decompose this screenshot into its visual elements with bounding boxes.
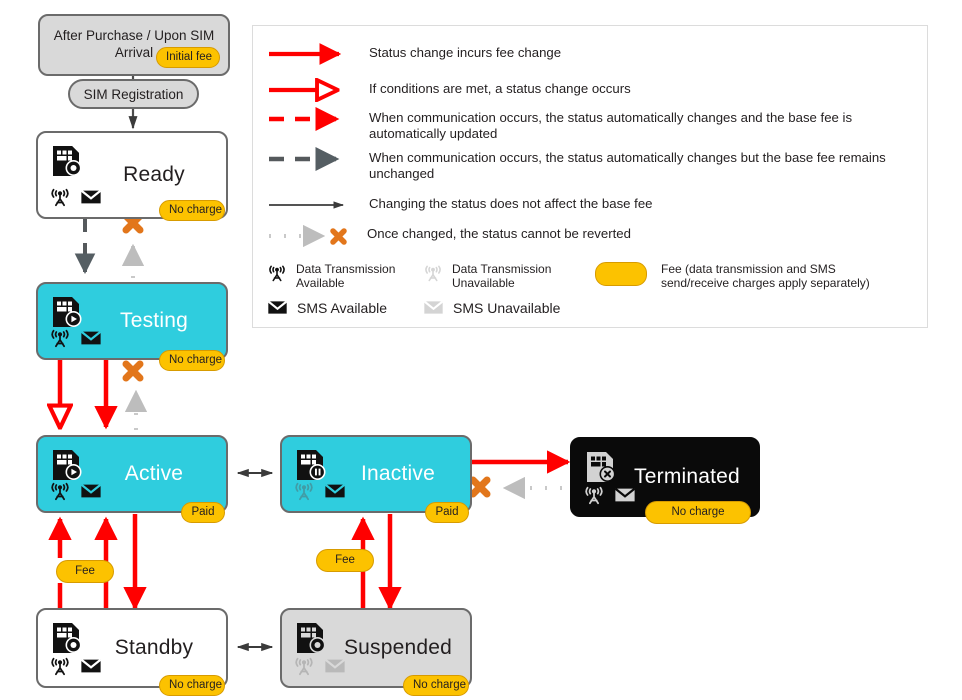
envelope-icon xyxy=(614,487,636,502)
badge-terminated: No charge xyxy=(645,501,751,524)
antenna-icon xyxy=(51,329,69,348)
blocked-x-terminated-inactive xyxy=(469,476,491,498)
legend-text: SMS Unavailable xyxy=(453,299,561,316)
state-label-active: Active xyxy=(124,462,184,485)
envelope-icon xyxy=(80,189,102,204)
state-label-terminated: Terminated xyxy=(634,465,740,488)
badge-fee-inactive-suspended: Fee xyxy=(316,549,374,572)
sim-registration-label: SIM Registration xyxy=(83,87,184,102)
legend-row-data-unavailable: Data Transmission Unavailable xyxy=(423,262,556,290)
state-node-testing[interactable]: Testing xyxy=(36,282,228,360)
legend-line-dashed-gray xyxy=(269,147,340,171)
envelope-icon xyxy=(267,300,288,314)
badge-testing: No charge xyxy=(159,350,225,371)
legend-text: Data Transmission Available xyxy=(296,262,396,290)
blocked-x-testing-active xyxy=(122,360,144,382)
legend-line-solid-red-hollow xyxy=(269,81,357,99)
sim-card-record-icon xyxy=(297,623,326,653)
legend-text: When communication occurs, the status au… xyxy=(369,110,853,141)
legend-line-dashed-red xyxy=(269,107,340,131)
legend-panel: Status change incurs fee change If condi… xyxy=(252,25,928,328)
comm-icons-ready xyxy=(49,186,102,208)
legend-row-sms-available: SMS Available xyxy=(267,300,387,315)
legend-row-dotted-blocked: Once changed, the status cannot be rever… xyxy=(267,224,631,248)
envelope-icon xyxy=(80,330,102,345)
antenna-icon xyxy=(269,265,285,282)
sim-card-play-icon xyxy=(53,297,82,327)
legend-row-thin-black: Changing the status does not affect the … xyxy=(267,196,653,214)
comm-icons-testing xyxy=(49,327,102,349)
pill-badge-icon xyxy=(595,262,647,286)
badge-ready: No charge xyxy=(159,200,225,221)
legend-text: Data Transmission Unavailable xyxy=(452,262,552,290)
badge-inactive: Paid xyxy=(425,502,469,523)
sim-card-pause-icon xyxy=(297,450,326,480)
legend-row-data-available: Data Transmission Available xyxy=(267,262,400,290)
legend-line-solid-red-filled xyxy=(269,43,342,65)
legend-line-thin-black xyxy=(269,201,345,209)
state-label-testing: Testing xyxy=(120,309,188,332)
badge-fee-active-standby: Fee xyxy=(56,560,114,583)
legend-text: Fee (data transmission and SMS send/rece… xyxy=(661,262,870,290)
antenna-icon xyxy=(295,482,313,501)
comm-icons-terminated xyxy=(583,484,636,506)
state-label-standby: Standby xyxy=(114,636,194,659)
sim-card-x-icon xyxy=(587,452,616,482)
state-node-active[interactable]: Active xyxy=(36,435,228,513)
state-label-suspended: Suspended xyxy=(343,636,453,659)
antenna-icon xyxy=(51,482,69,501)
envelope-icon xyxy=(324,658,346,673)
legend-row-solid-red-filled: Status change incurs fee change xyxy=(267,43,562,65)
envelope-icon xyxy=(423,300,444,314)
legend-line-dotted-blocked xyxy=(269,224,347,248)
badge-initial-fee: Initial fee xyxy=(156,47,220,68)
state-node-suspended[interactable]: Suspended xyxy=(280,608,472,688)
legend-text: SMS Available xyxy=(297,299,388,316)
legend-row-fee-badge: Fee (data transmission and SMS send/rece… xyxy=(595,262,901,290)
envelope-icon xyxy=(324,483,346,498)
antenna-icon xyxy=(51,657,69,676)
legend-text: Once changed, the status cannot be rever… xyxy=(367,226,631,241)
envelope-icon xyxy=(80,483,102,498)
legend-row-dashed-red: When communication occurs, the status au… xyxy=(267,107,917,142)
legend-text: Changing the status does not affect the … xyxy=(369,196,653,211)
start-node-label: After Purchase / Upon SIM Arrival xyxy=(53,28,215,60)
legend-row-sms-unavailable: SMS Unavailable xyxy=(423,300,560,315)
state-node-inactive[interactable]: Inactive xyxy=(280,435,472,513)
badge-active: Paid xyxy=(181,502,225,523)
antenna-icon xyxy=(295,657,313,676)
state-node-standby[interactable]: Standby xyxy=(36,608,228,688)
sim-registration-node: SIM Registration xyxy=(68,79,199,109)
sim-card-record-icon xyxy=(53,623,82,653)
sim-card-record-icon xyxy=(53,146,82,176)
legend-row-dashed-gray: When communication occurs, the status au… xyxy=(267,147,927,182)
state-label-inactive: Inactive xyxy=(361,462,435,485)
legend-text: When communication occurs, the status au… xyxy=(369,150,886,181)
comm-icons-active xyxy=(49,480,102,502)
sim-card-play-icon xyxy=(53,450,82,480)
antenna-icon xyxy=(585,486,603,505)
badge-suspended: No charge xyxy=(403,675,469,696)
comm-icons-standby xyxy=(49,655,102,677)
comm-icons-inactive xyxy=(293,480,346,502)
badge-standby: No charge xyxy=(159,675,225,696)
antenna-icon xyxy=(425,265,441,282)
comm-icons-suspended xyxy=(293,655,346,677)
antenna-icon xyxy=(51,188,69,207)
legend-row-solid-red-hollow: If conditions are met, a status change o… xyxy=(267,81,631,99)
legend-text: If conditions are met, a status change o… xyxy=(369,81,631,96)
state-label-ready: Ready xyxy=(123,163,185,186)
envelope-icon xyxy=(80,658,102,673)
legend-text: Status change incurs fee change xyxy=(369,45,562,60)
